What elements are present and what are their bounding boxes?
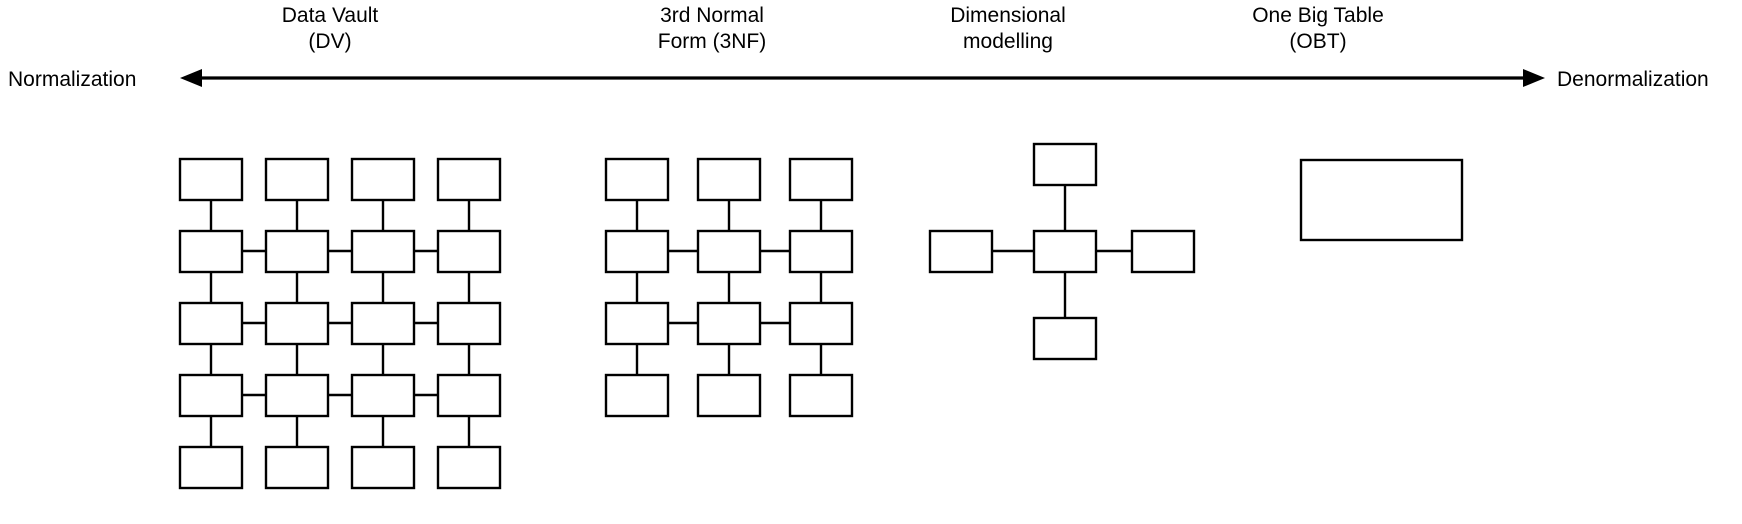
data-vault-model xyxy=(178,157,502,490)
entity-box xyxy=(178,229,244,274)
entity-box xyxy=(178,157,244,202)
entity-box xyxy=(436,301,502,346)
entity-box xyxy=(264,229,330,274)
entity-box xyxy=(436,229,502,274)
entity-box xyxy=(696,229,762,274)
entity-box xyxy=(604,157,670,202)
entity-box xyxy=(604,373,670,418)
entity-box xyxy=(178,373,244,418)
entity-box xyxy=(788,373,854,418)
entity-box-fact-table xyxy=(1032,229,1098,274)
entity-box xyxy=(436,157,502,202)
entity-box xyxy=(788,301,854,346)
entity-box xyxy=(264,445,330,490)
entity-box xyxy=(788,157,854,202)
stage-label-third-normal-form: 3rd Normal Form (3NF) xyxy=(657,4,767,53)
dimensional-modelling-model xyxy=(928,142,1196,361)
entity-box-dimension-top xyxy=(1032,142,1098,187)
entity-box xyxy=(178,445,244,490)
one-big-table-model xyxy=(1299,158,1464,242)
entity-box xyxy=(696,373,762,418)
entity-box xyxy=(788,229,854,274)
entity-box-dimension-right xyxy=(1130,229,1196,274)
entity-box xyxy=(264,301,330,346)
entity-box xyxy=(350,373,416,418)
entity-box xyxy=(350,445,416,490)
entity-box xyxy=(264,373,330,418)
entity-box xyxy=(264,157,330,202)
entity-box xyxy=(436,373,502,418)
stage-label-one-big-table: One Big Table (OBT) xyxy=(1252,4,1384,53)
entity-box xyxy=(604,229,670,274)
stage-label-dimensional-modelling: Dimensional modelling xyxy=(950,4,1066,53)
entity-box xyxy=(178,301,244,346)
entity-box xyxy=(350,301,416,346)
entity-box-dimension-bottom xyxy=(1032,316,1098,361)
entity-box xyxy=(350,229,416,274)
entity-box xyxy=(696,301,762,346)
entity-box xyxy=(696,157,762,202)
entity-box-dimension-left xyxy=(928,229,994,274)
entity-box-wide-table xyxy=(1299,158,1464,242)
entity-box xyxy=(436,445,502,490)
axis-label-normalization: Normalization xyxy=(8,68,137,91)
axis-label-denormalization: Denormalization xyxy=(1557,68,1709,91)
entity-box xyxy=(350,157,416,202)
stage-label-data-vault: Data Vault (DV) xyxy=(281,4,379,53)
third-normal-form-model xyxy=(604,157,854,418)
entity-box xyxy=(604,301,670,346)
